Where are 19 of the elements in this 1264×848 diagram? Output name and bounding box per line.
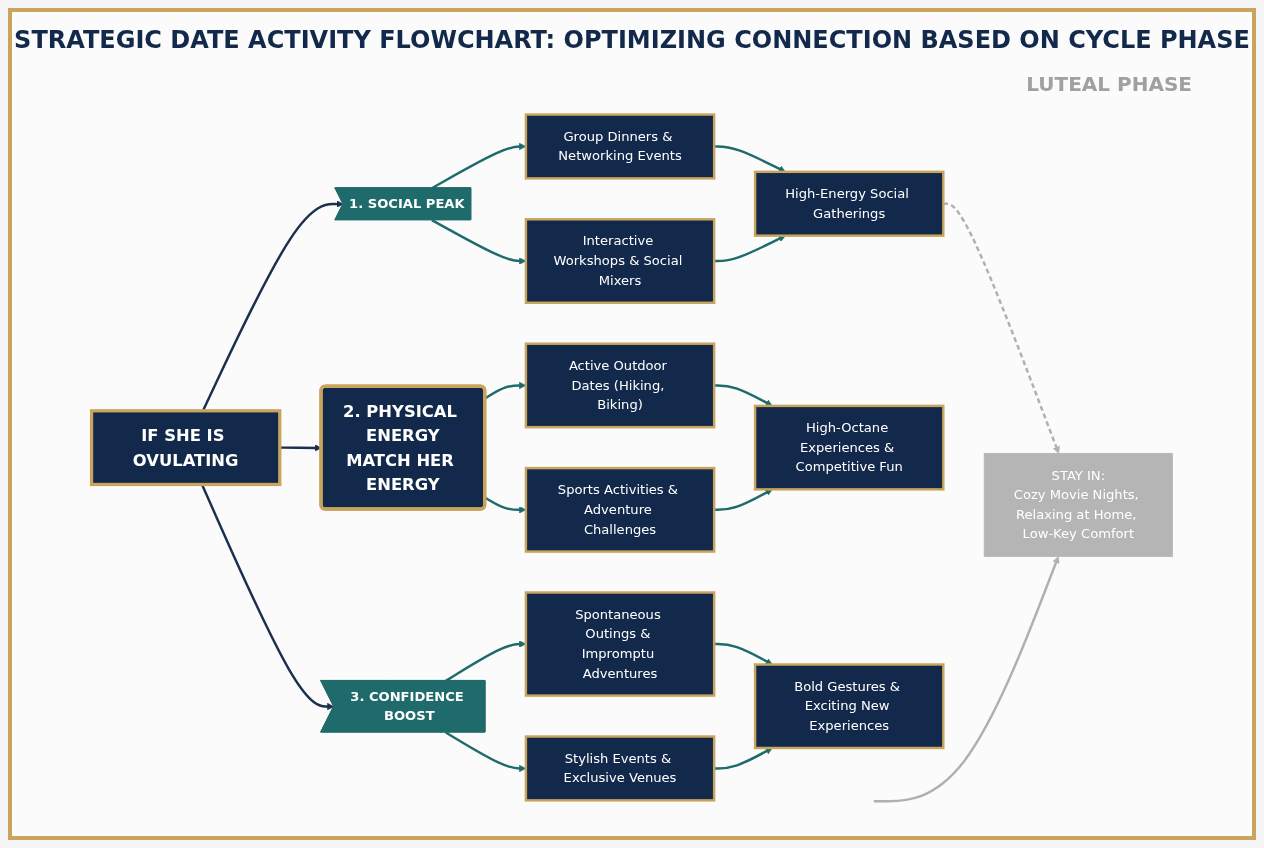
phase-label: LUTEAL PHASE xyxy=(1026,72,1192,96)
arrow xyxy=(714,747,773,770)
node-box: High-Octane Experiences & Competitive Fun xyxy=(753,404,945,491)
arrow xyxy=(943,202,1060,454)
arrow xyxy=(714,235,786,263)
arrow xyxy=(714,489,773,512)
node-box: Spontaneous Outings & Impromptu Adventures xyxy=(524,591,716,697)
node-box: Sports Activities & Adventure Challenges xyxy=(524,466,716,553)
node-box: Stylish Events & Exclusive Venues xyxy=(524,735,716,802)
node-box: STAY IN: Cozy Movie Nights, Relaxing at Home, Low-Key Comfort xyxy=(983,452,1173,557)
node-box: IF SHE IS OVULATING xyxy=(89,409,282,487)
arrow xyxy=(714,642,773,665)
node-box: Active Outdoor Dates (Hiking, Biking) xyxy=(524,342,716,429)
arrow xyxy=(873,556,1060,803)
diagram-title: STRATEGIC DATE ACTIVITY FLOWCHART: OPTIMIZING CONNECTION BASED ON CYCLE PHASE xyxy=(13,26,1251,54)
node-box: Group Dinners & Networking Events xyxy=(524,113,716,180)
node-box: Interactive Workshops & Social Mixers xyxy=(524,218,716,304)
node-box: High-Energy Social Gatherings xyxy=(753,170,945,237)
node-box: Bold Gestures & Exciting New Experiences xyxy=(753,663,945,750)
